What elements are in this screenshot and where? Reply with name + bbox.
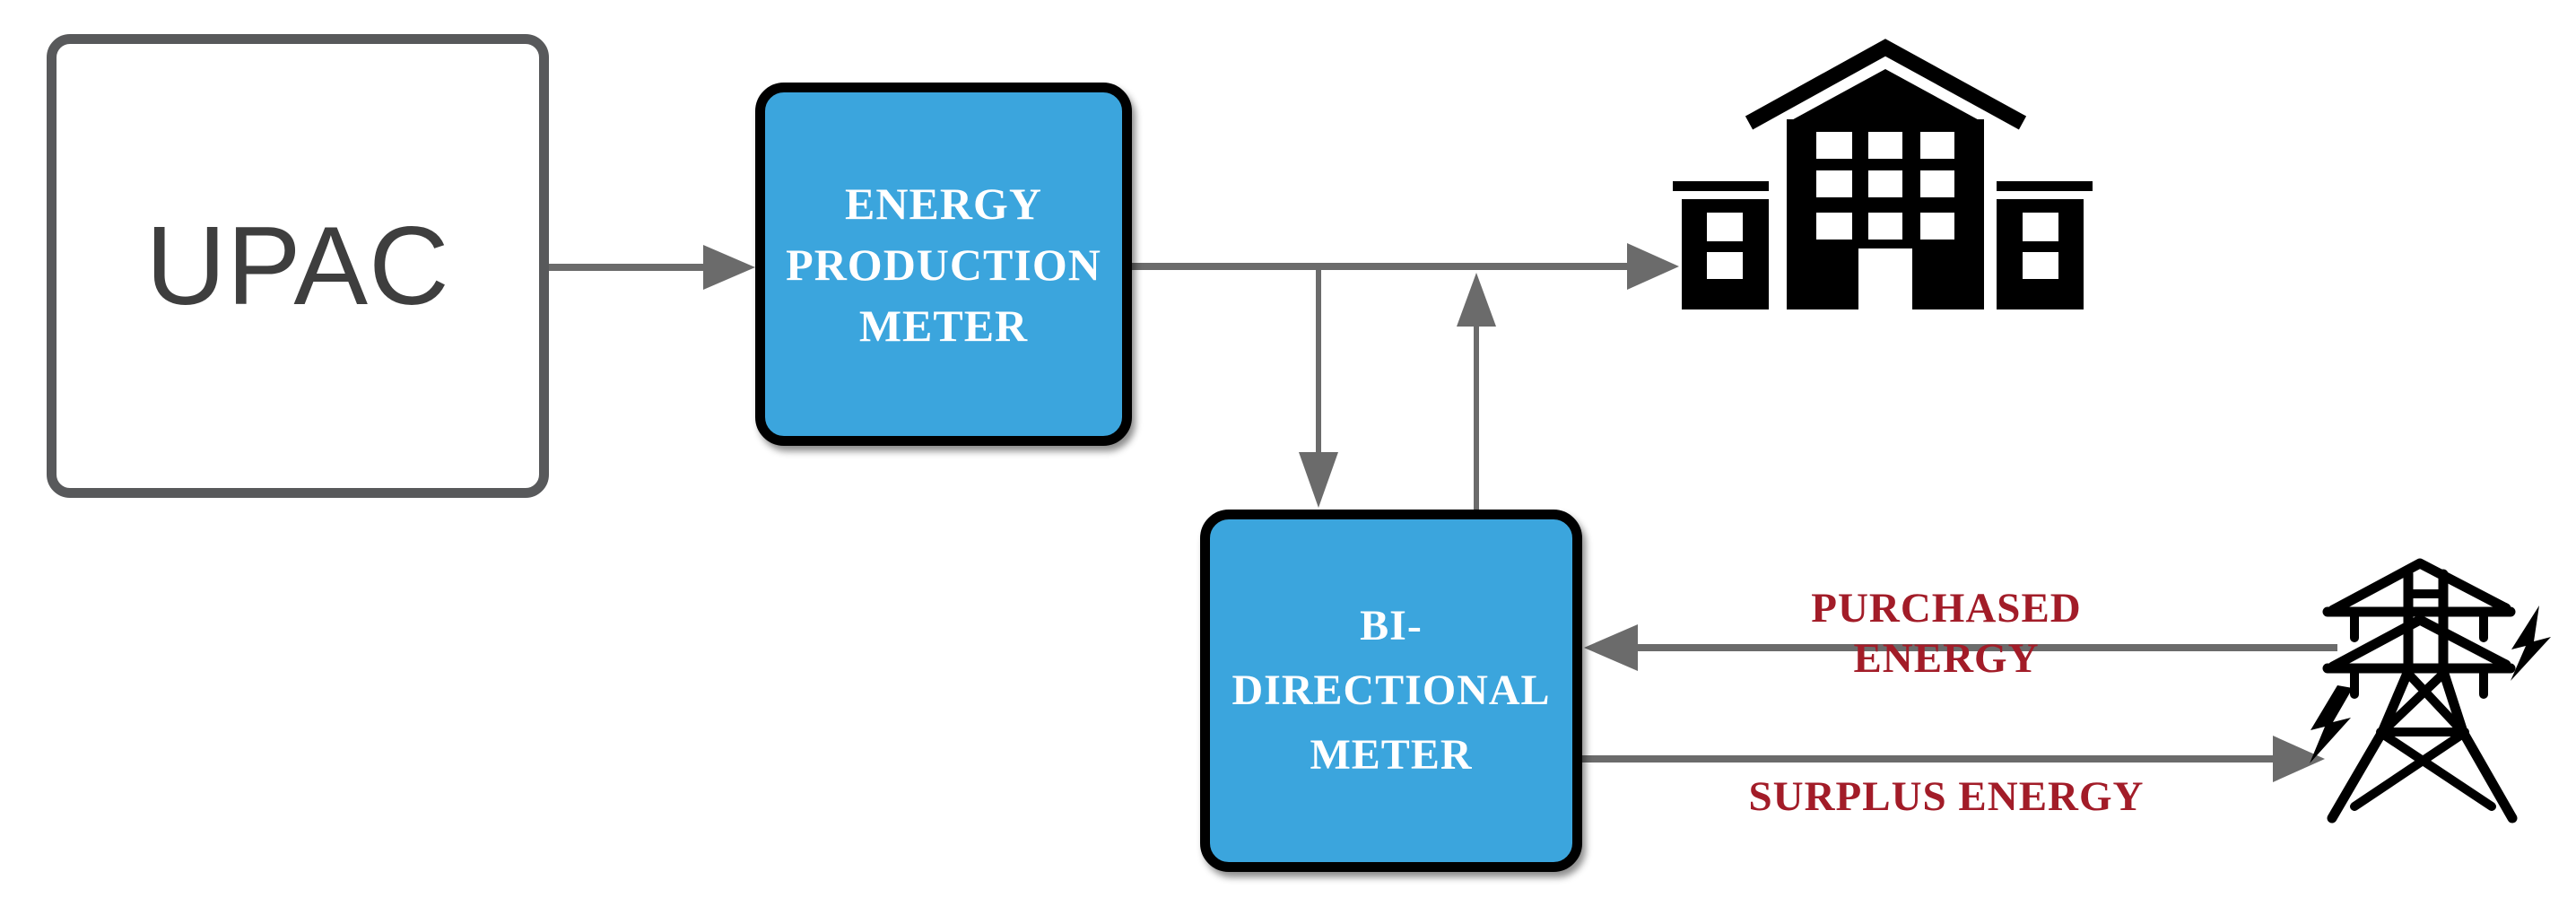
epm-label-line1: ENERGY bbox=[845, 178, 1042, 229]
arrow-upac-to-production-meter bbox=[545, 245, 755, 290]
purchased-energy-label: PURCHASED ENERGY bbox=[1811, 585, 2082, 682]
upac-label: UPAC bbox=[145, 204, 450, 328]
bdm-label-line1: BI-DIRECTIONAL bbox=[1231, 602, 1551, 714]
lightning-bolt-icon bbox=[2511, 606, 2551, 681]
lightning-bolt-icon bbox=[2310, 685, 2353, 763]
surplus-energy-label: SURPLUS ENERGY bbox=[1748, 773, 2145, 820]
building-icon bbox=[1673, 39, 2093, 309]
bidirectional-meter-node: BI-DIRECTIONAL METER bbox=[1200, 510, 1582, 872]
energy-production-meter-node: ENERGY PRODUCTION METER bbox=[755, 83, 1132, 446]
energy-production-meter-label: ENERGY PRODUCTION METER bbox=[786, 173, 1101, 356]
arrow-surplus-energy bbox=[1582, 736, 2325, 782]
building-door bbox=[1858, 248, 1912, 309]
arrow-bidirectional-meter-to-junction bbox=[1457, 273, 1496, 510]
arrow-production-meter-to-building bbox=[1132, 243, 1679, 290]
transmission-tower-icon bbox=[2310, 558, 2551, 824]
arrow-junction-to-bidirectional-meter bbox=[1299, 266, 1338, 508]
epm-label-line2: PRODUCTION bbox=[786, 239, 1101, 290]
building-roof bbox=[1745, 39, 2027, 130]
arrow-purchased-energy bbox=[1584, 624, 2337, 671]
bidirectional-meter-label: BI-DIRECTIONAL METER bbox=[1210, 594, 1572, 788]
upac-node: UPAC bbox=[47, 34, 549, 498]
bdm-label-line2: METER bbox=[1310, 731, 1473, 779]
building-tower-roof bbox=[1787, 69, 1984, 123]
building-right-wing-roof bbox=[1997, 181, 2093, 191]
building-left-wing-roof bbox=[1673, 181, 1769, 191]
epm-label-line3: METER bbox=[858, 300, 1029, 351]
